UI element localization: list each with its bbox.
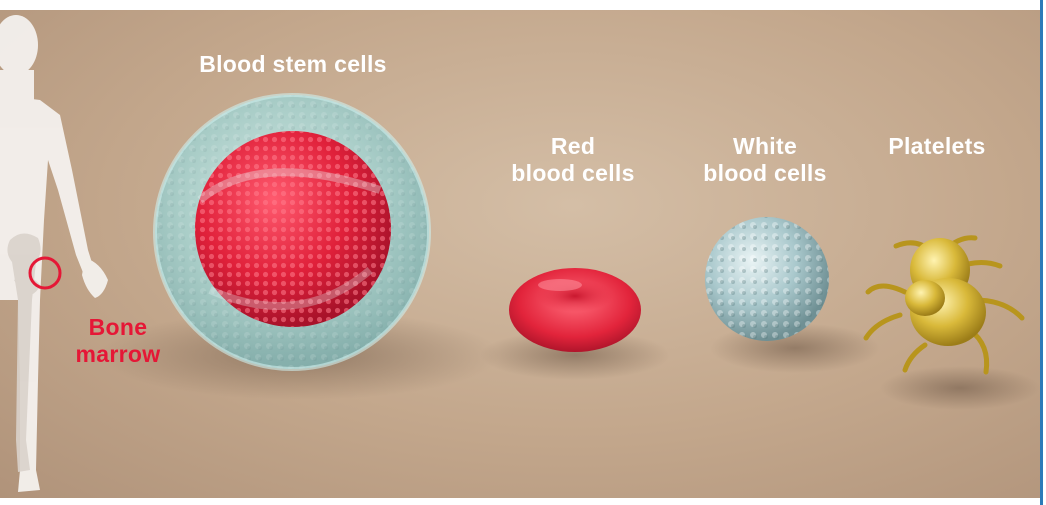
platelet-shadow: [880, 366, 1040, 410]
red-blood-cells-line1: Red: [488, 133, 658, 160]
white-blood-cells-label: White blood cells: [680, 133, 850, 187]
red-blood-cells-line2: blood cells: [488, 160, 658, 187]
platelets-label: Platelets: [862, 133, 1012, 160]
blood-stem-cell: [155, 95, 429, 369]
red-blood-cells-label: Red blood cells: [488, 133, 658, 187]
platelets-text: Platelets: [862, 133, 1012, 160]
white-blood-cell: [705, 217, 829, 341]
bone-marrow-line1: Bone: [62, 314, 174, 341]
red-blood-cell: [509, 268, 641, 352]
blood-stem-cells-label: Blood stem cells: [170, 51, 416, 78]
frame-border: [1040, 0, 1043, 505]
platelet-body: [905, 238, 986, 346]
blood-stem-cells-text: Blood stem cells: [199, 51, 387, 77]
bone-marrow-label: Bone marrow: [62, 314, 174, 368]
bone-marrow-line2: marrow: [62, 341, 174, 368]
white-blood-cells-line2: blood cells: [680, 160, 850, 187]
white-blood-cells-line1: White: [680, 133, 850, 160]
